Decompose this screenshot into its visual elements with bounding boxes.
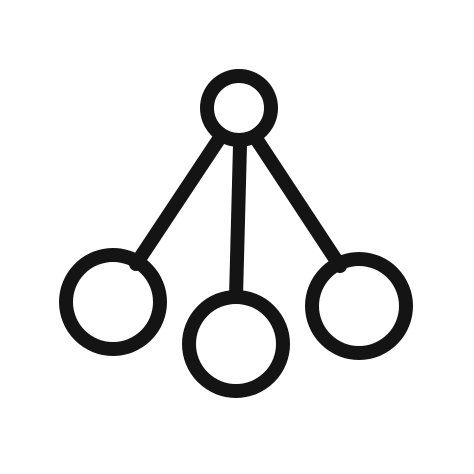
- center-weight-circle: [182, 290, 290, 398]
- icon-strokes: [59, 69, 413, 398]
- left-rod: [129, 132, 226, 271]
- right-rod: [250, 133, 347, 273]
- left-weight-circle: [59, 248, 167, 356]
- right-weight-circle: [305, 252, 413, 360]
- center-rod: [229, 138, 247, 304]
- top-hub-circle: [200, 69, 278, 147]
